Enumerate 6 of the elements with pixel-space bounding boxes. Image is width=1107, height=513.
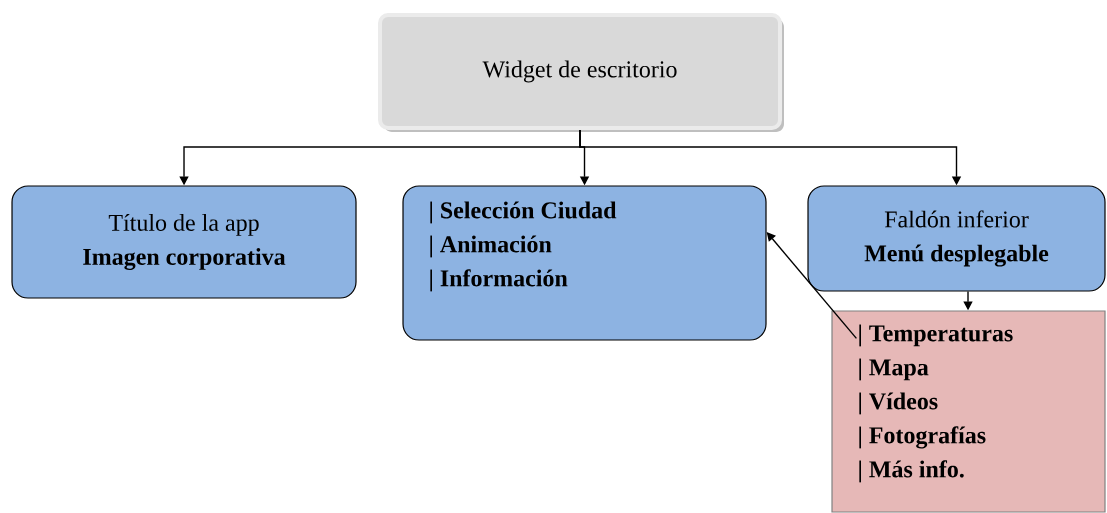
rounded-box: Faldón inferior Menú desplegable (807, 185, 1106, 292)
list-box: | Temperaturas | Mapa | Vídeos | Fotografías | Más info. (831, 310, 1106, 513)
rounded-box: Título de la app Imagen corporativa (11, 185, 357, 299)
rounded-box: | Selección Ciudad | Animación | Información (402, 185, 767, 341)
arrow (766, 232, 858, 340)
title-box: Widget de escritorio (378, 13, 784, 132)
